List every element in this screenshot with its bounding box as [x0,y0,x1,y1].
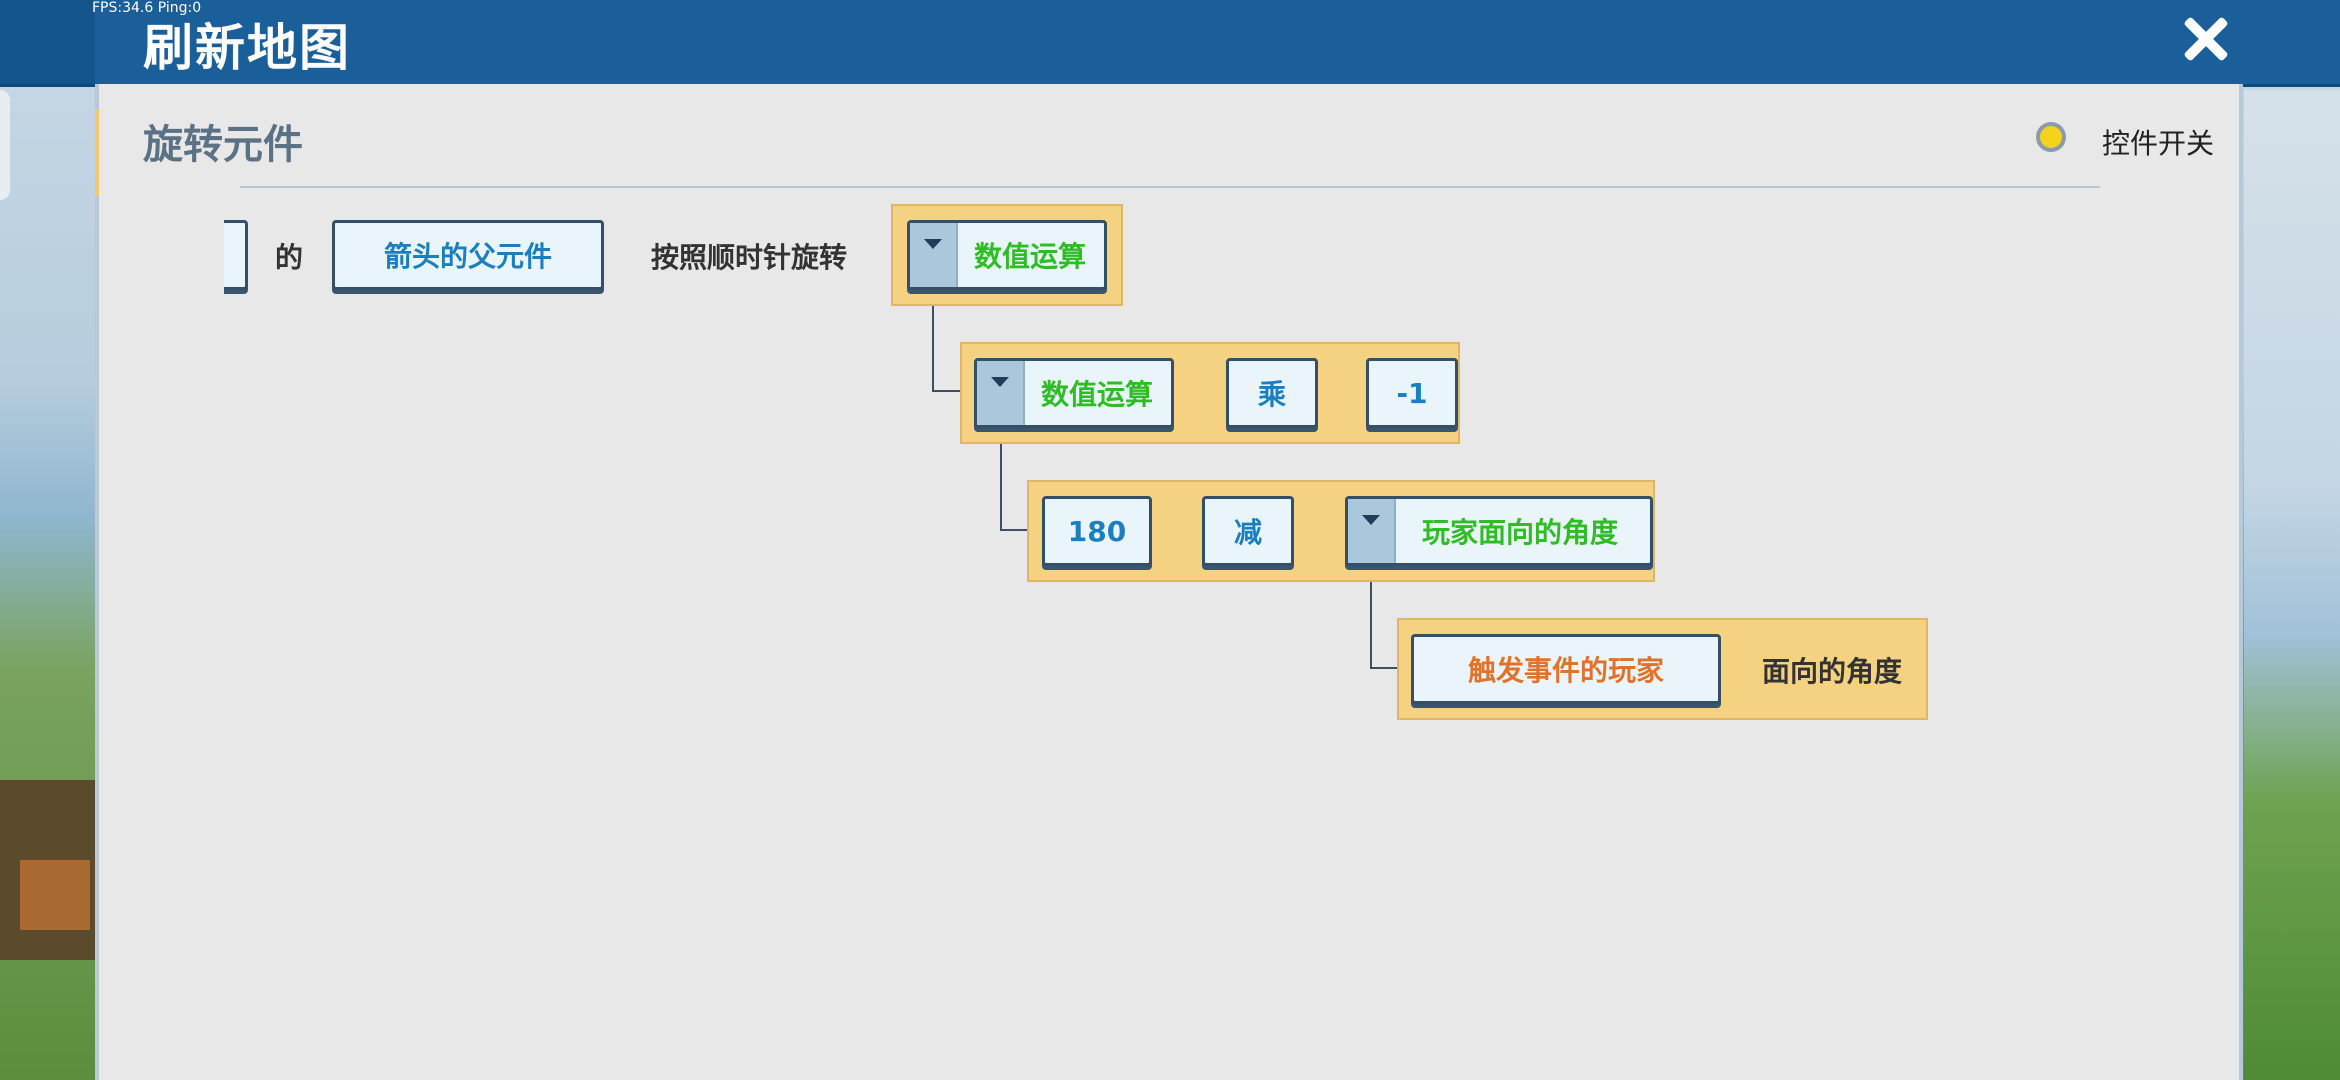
connector-line [932,390,964,392]
multiply-operator-button[interactable]: 乘 [1226,358,1318,428]
trigger-player-button[interactable]: 触发事件的玩家 [1411,634,1721,704]
chevron-down-icon[interactable] [910,223,958,287]
chevron-down-icon[interactable] [977,361,1025,425]
control-toggle-label: 控件开关 [2102,127,2215,160]
connector-line [932,292,934,392]
player-facing-angle-label: 玩家面向的角度 [1422,516,1619,549]
value-op-dropdown-1[interactable]: 数值运算 [907,220,1107,290]
value-op-label-2: 数值运算 [1041,378,1154,411]
window-title: 刷新地图 [143,19,351,77]
title-bar-left-tab [0,0,95,84]
background-cloud [0,90,10,200]
close-icon[interactable] [2180,12,2230,66]
operand-button[interactable]: -1 [1366,358,1458,428]
rotate-clockwise-label: 按照顺时针旋转 [651,241,848,274]
connector-line [1370,667,1400,669]
target-element-button[interactable]: 箭头的父元件 [332,220,604,290]
cut-off-param-button[interactable] [224,220,248,290]
number-180-button[interactable]: 180 [1042,496,1152,566]
de-label: 的 [275,241,304,274]
background-block-detail [20,860,90,930]
section-title: 旋转元件 [143,122,303,168]
chevron-down-icon[interactable] [1348,499,1396,563]
control-toggle[interactable] [2036,122,2066,152]
section-accent [95,110,99,196]
fps-readout: FPS:34.6 Ping:0 [92,0,202,16]
background-right-scenery [2244,90,2340,1080]
section-divider [240,186,2100,188]
value-op-label-1: 数值运算 [974,240,1087,273]
connector-line [1000,430,1002,530]
connector-line [1370,568,1372,668]
facing-angle-suffix: 面向的角度 [1762,655,1903,688]
value-op-dropdown-2[interactable]: 数值运算 [974,358,1174,428]
title-bar: FPS:34.6 Ping:0 刷新地图 [0,0,2340,87]
player-facing-angle-dropdown[interactable]: 玩家面向的角度 [1345,496,1653,566]
connector-line [1000,529,1032,531]
subtract-operator-button[interactable]: 减 [1202,496,1294,566]
